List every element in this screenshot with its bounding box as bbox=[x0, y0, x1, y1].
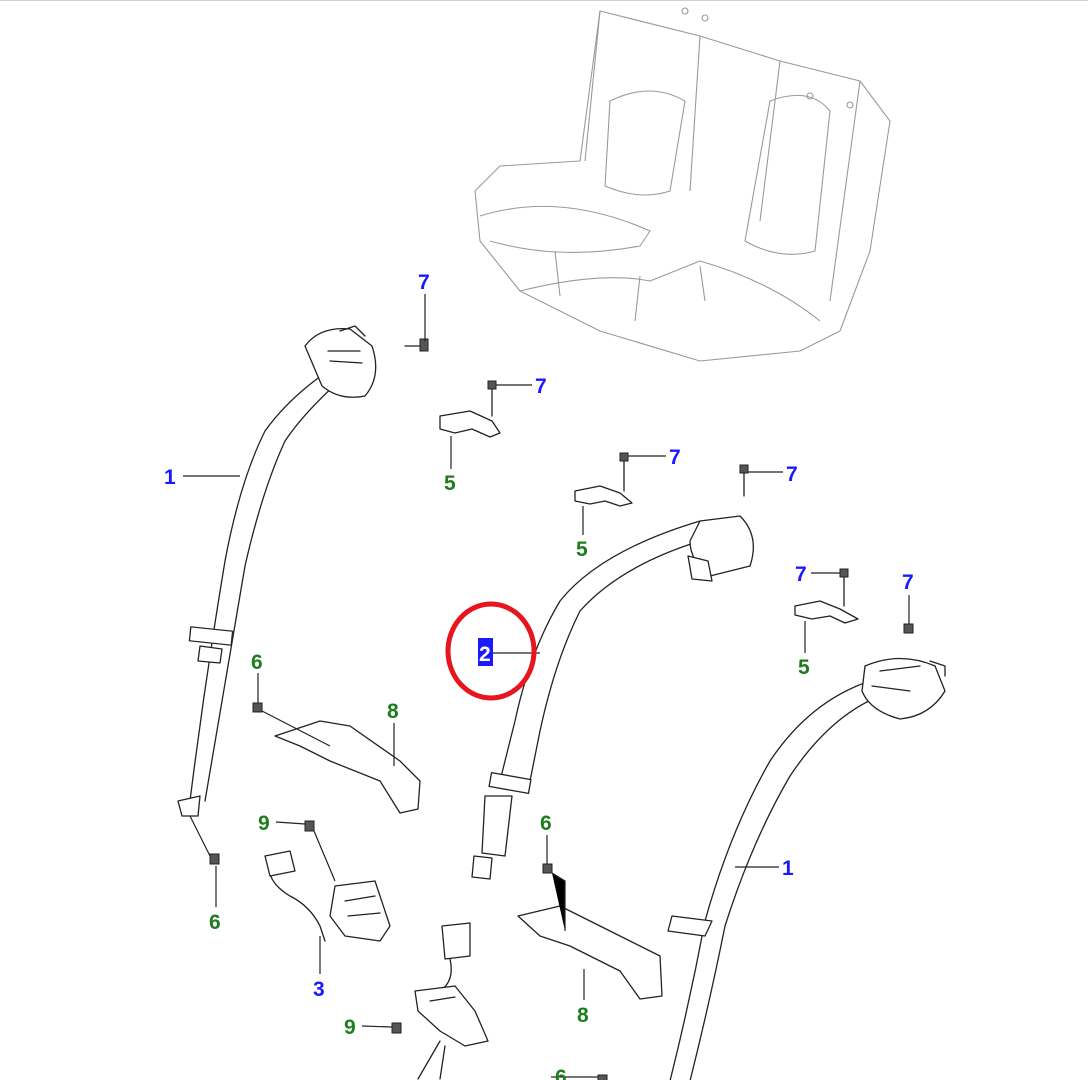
callout-5[interactable]: 5 bbox=[576, 538, 588, 561]
callout-7[interactable]: 7 bbox=[418, 271, 430, 294]
plates-8 bbox=[274, 720, 663, 1000]
callout-7[interactable]: 7 bbox=[669, 446, 681, 469]
rear-seat-illustration bbox=[474, 7, 891, 362]
brackets-5 bbox=[439, 410, 859, 624]
leader-lines bbox=[183, 294, 910, 1078]
bolts bbox=[209, 338, 914, 1080]
callout-9[interactable]: 9 bbox=[258, 812, 270, 835]
selected-callout-highlight bbox=[445, 601, 537, 701]
callout-3[interactable]: 3 bbox=[313, 978, 325, 1001]
callout-1[interactable]: 1 bbox=[782, 857, 794, 880]
callout-5[interactable]: 5 bbox=[798, 656, 810, 679]
callout-8[interactable]: 8 bbox=[577, 1004, 589, 1027]
callout-9[interactable]: 9 bbox=[344, 1016, 356, 1039]
callout-5[interactable]: 5 bbox=[444, 472, 456, 495]
callout-7[interactable]: 7 bbox=[535, 375, 547, 398]
seat-belt-center bbox=[471, 515, 754, 880]
callout-8[interactable]: 8 bbox=[387, 700, 399, 723]
callout-7[interactable]: 7 bbox=[786, 463, 798, 486]
buckle-assemblies bbox=[264, 850, 489, 1080]
callout-6[interactable]: 6 bbox=[555, 1066, 567, 1080]
callout-6[interactable]: 6 bbox=[209, 911, 221, 934]
callout-6[interactable]: 6 bbox=[540, 812, 552, 835]
seat-belt-left bbox=[177, 325, 377, 817]
seat-belt-right bbox=[667, 657, 946, 1080]
callout-7[interactable]: 7 bbox=[902, 571, 914, 594]
callout-6[interactable]: 6 bbox=[251, 651, 263, 674]
callout-7[interactable]: 7 bbox=[795, 563, 807, 586]
callout-2-selected[interactable]: 2 bbox=[479, 643, 491, 666]
callout-1[interactable]: 1 bbox=[164, 466, 176, 489]
callouts: 7 7 7 7 7 7 1 1 5 5 5 2 6 6 6 6 8 8 9 9 … bbox=[164, 271, 914, 1080]
